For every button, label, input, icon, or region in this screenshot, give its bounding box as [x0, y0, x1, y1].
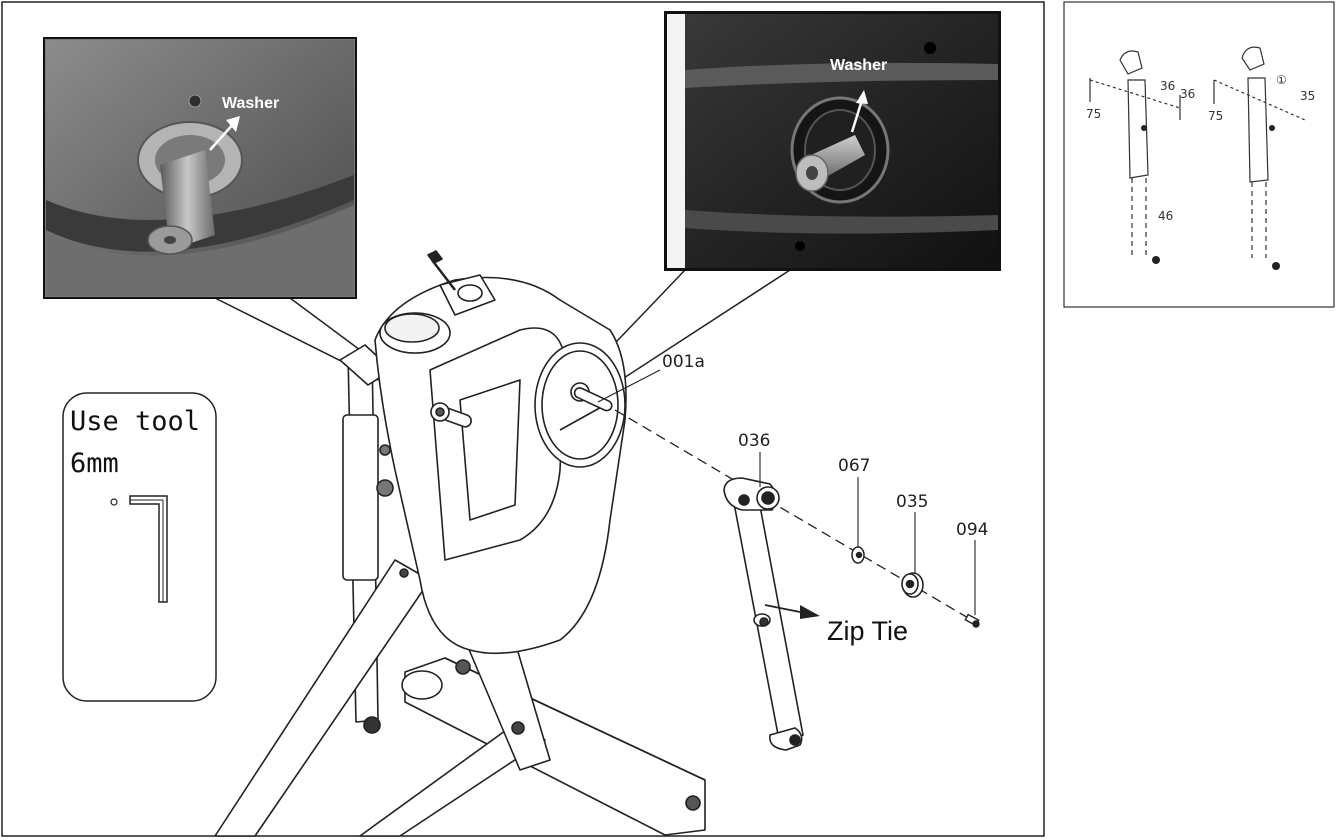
- tool-box: Use tool 6mm: [62, 392, 217, 702]
- callout-right-label: Washer: [830, 57, 887, 74]
- thumbnail-panel: 75 36 ① 35 75 46 36: [1063, 1, 1335, 308]
- cap-035: [901, 572, 924, 598]
- tool-box-line1: Use tool: [70, 406, 200, 437]
- bike-frame: [214, 250, 706, 837]
- crank-arm-036: [723, 477, 804, 751]
- tool-box-line2: 6mm: [70, 448, 119, 479]
- part-label-036: 036: [738, 431, 770, 451]
- part-label-067: 067: [838, 456, 870, 476]
- part-label-001a: 001a: [662, 352, 705, 372]
- washer-067: [851, 546, 865, 564]
- part-leader-lines: [597, 369, 976, 615]
- bolt-094: [964, 613, 980, 628]
- thumb-label-4: 35: [1300, 89, 1315, 103]
- thumb-label-6: 46: [1158, 209, 1173, 223]
- assembly-axis-line: [614, 409, 976, 623]
- part-label-094: 094: [956, 520, 988, 540]
- small-circle-icon: [110, 498, 118, 506]
- thumb-label-3: ①: [1276, 73, 1287, 87]
- zip-tie-arrow: [764, 604, 820, 619]
- photo-callout-left: Washer: [43, 37, 357, 299]
- part-label-035: 035: [896, 492, 928, 512]
- callout-left-label: Washer: [222, 95, 279, 112]
- zip-tie-label: Zip Tie: [827, 616, 908, 646]
- thumb-label-7: 36: [1180, 87, 1195, 101]
- thumb-label-5: 75: [1208, 109, 1223, 123]
- thumb-label-2: 36: [1160, 79, 1175, 93]
- thumb-label-1: 75: [1086, 107, 1101, 121]
- photo-callout-right: Washer: [664, 11, 1001, 271]
